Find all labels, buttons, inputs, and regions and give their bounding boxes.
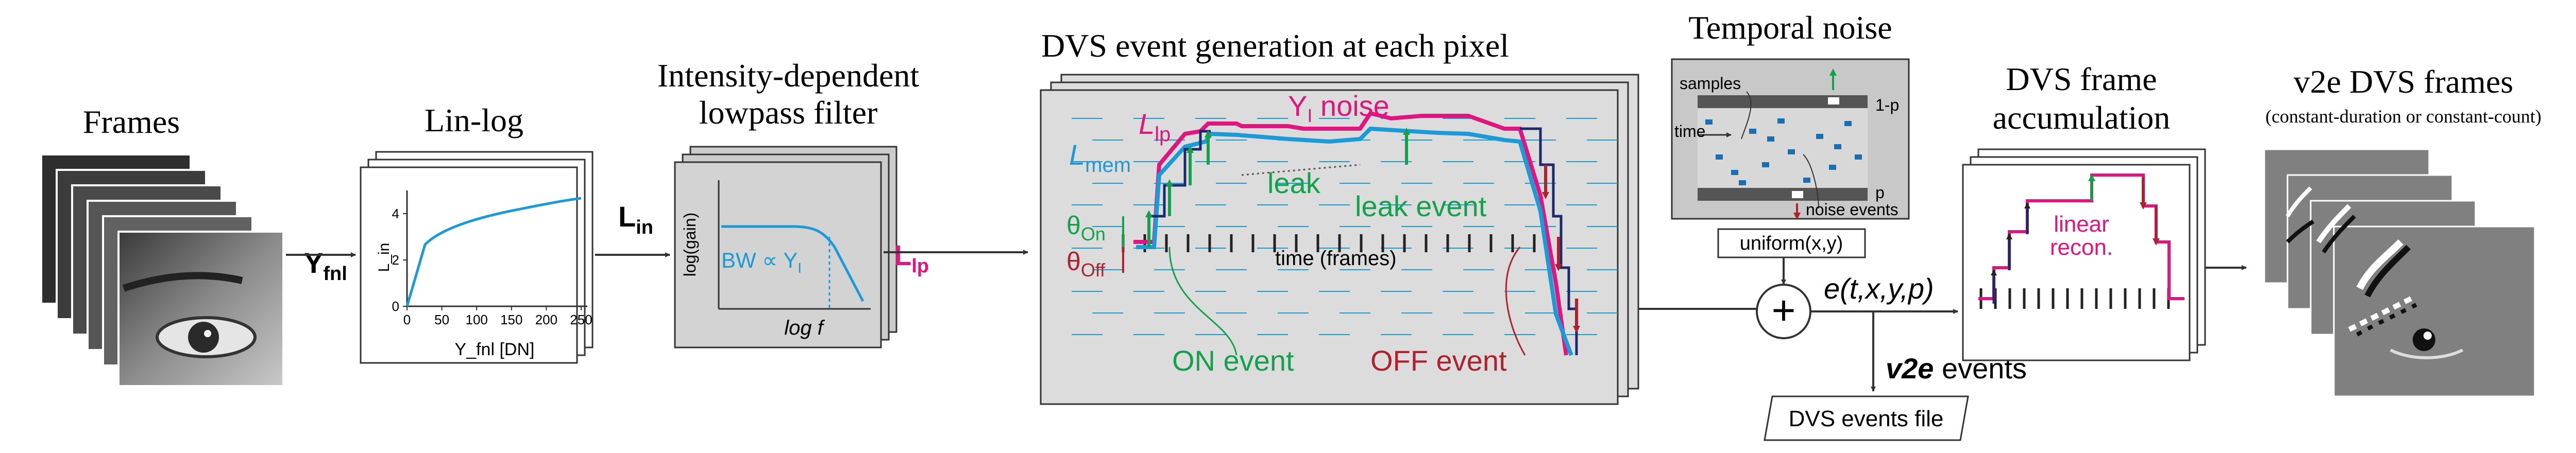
linlog-x-tick-label: 250	[570, 312, 592, 327]
noise-sample	[1816, 134, 1823, 139]
sum-symbol: +	[1772, 287, 1796, 333]
noise-sample	[1705, 119, 1713, 125]
time-label: time	[1674, 122, 1705, 141]
uniform-label: uniform(x,y)	[1740, 233, 1843, 254]
leak-label: leak	[1267, 167, 1321, 199]
linlog-x-tick-label: 100	[466, 312, 488, 327]
l-mem-trace	[1136, 126, 1573, 356]
yi-noise-label: YI noise	[1288, 90, 1389, 126]
linlog-x-tick-label: 150	[500, 312, 522, 327]
temporal-noise-title: Temporal noise	[1688, 9, 1892, 46]
linlog-plot: 0 50 100 150 200 250 0 2 4 L_in Y_fnl [DN]	[376, 190, 592, 359]
linlog-y-tick-label: 4	[392, 206, 399, 221]
theta-on-label: θOn	[1066, 211, 1106, 245]
noise-sample	[1844, 121, 1852, 126]
accumulation-title-line1: DVS frame	[2006, 61, 2157, 97]
noise-sample	[1767, 136, 1774, 142]
dvs-time-ticks	[1122, 234, 1536, 252]
accumulation-stage: DVS frame accumulation linear recon.	[1962, 61, 2247, 361]
noise-sample	[1777, 118, 1785, 124]
lowpass-curve	[721, 225, 865, 302]
linlog-x-ticks: 0 50 100 150 200 250	[403, 306, 592, 327]
recon-label-line2: recon.	[2050, 235, 2113, 260]
linlog-x-tick-label: 50	[434, 312, 449, 327]
temporal-noise-stage: Temporal noise samples time 1-p p noise …	[1671, 9, 1910, 285]
event-tuple-label: e(t,x,y,p)	[1824, 272, 1934, 305]
noise-sample	[1829, 165, 1836, 170]
y-fnl-signal: Yfnl	[304, 247, 347, 285]
dvs-stage: DVS event generation at each pixel Llp L…	[1040, 27, 1762, 405]
off-event-label: OFF event	[1370, 344, 1507, 377]
noise-sample	[1855, 154, 1862, 160]
linlog-x-axis-label: Y_fnl [DN]	[455, 340, 535, 359]
linlog-y-tick-label: 0	[392, 299, 399, 314]
noise-sample	[1749, 129, 1756, 134]
lowpass-title-line2: lowpass filter	[699, 94, 878, 131]
dvs-event-frame-content	[2285, 186, 2464, 359]
events-file-label: DVS events file	[1789, 406, 1944, 431]
uniform-box	[1717, 228, 1866, 258]
linlog-stage: Lin-log 0 50 100 150 200 250 0 2 4 L_in Y_fnl […	[360, 102, 670, 364]
lowpass-stage: Intensity-dependent lowpass filter BW ∝ …	[657, 57, 1028, 349]
lowpass-plot: BW ∝ YI log(gain) log f	[681, 180, 871, 339]
noise-sample	[1788, 149, 1795, 154]
noise-sample	[1739, 180, 1746, 185]
noise-sample	[1803, 178, 1810, 183]
accumulation-time-ticks	[1979, 288, 2170, 309]
p-top-label: 1-p	[1875, 96, 1899, 114]
linlog-title: Lin-log	[425, 102, 523, 138]
frames-title: Frames	[83, 103, 180, 140]
lowpass-x-axis-label: log f	[784, 317, 825, 339]
frames-stage: Frames Yfnl	[40, 103, 356, 387]
l-lp-trace	[1133, 111, 1568, 356]
noise-sample	[1731, 170, 1738, 175]
v2e-frames-title: v2e DVS frames	[2294, 63, 2514, 100]
v2e-frames-subtitle: (constant-duration or constant-count)	[2265, 106, 2541, 127]
dvs-reconstruction-trace	[1147, 130, 1211, 247]
linlog-x-tick-label: 0	[403, 312, 411, 327]
noise-sample	[1716, 154, 1723, 160]
noise-sample	[1762, 162, 1769, 167]
recon-label-line1: linear	[2054, 212, 2109, 237]
frames-stack	[40, 153, 284, 387]
linlog-y-tick-label: 2	[392, 252, 399, 268]
dvs-threshold-lines	[1072, 118, 1618, 335]
lowpass-title-line1: Intensity-dependent	[657, 57, 920, 94]
l-in-signal: Lin	[618, 200, 653, 238]
noise-events-label: noise events	[1806, 200, 1899, 219]
linlog-y-axis-label: L_in	[376, 243, 393, 272]
lowpass-y-axis-label: log(gain)	[681, 213, 699, 277]
v2e-frames-stage: v2e DVS frames (constant-duration or con…	[2263, 63, 2541, 397]
l-lp-signal: Llp	[894, 239, 929, 277]
noise-samples	[1705, 118, 1862, 185]
samples-label: samples	[1680, 74, 1741, 93]
noise-sample	[1834, 144, 1841, 149]
p-bottom-label: p	[1875, 183, 1885, 202]
dvs-title: DVS event generation at each pixel	[1041, 27, 1509, 64]
l-lp-label: Llp	[1139, 108, 1171, 146]
linlog-curve	[405, 197, 582, 307]
lowpass-annotation: BW ∝ YI	[721, 248, 802, 276]
linlog-x-tick-label: 200	[535, 312, 557, 327]
theta-off-label: θOff	[1066, 247, 1106, 281]
linlog-y-ticks: 0 2 4	[392, 206, 407, 314]
time-frames-label: time (frames)	[1275, 247, 1397, 270]
events-file-box	[1764, 395, 1969, 441]
l-mem-label: Lmem	[1069, 138, 1131, 177]
accumulation-title-line2: accumulation	[1993, 99, 2171, 136]
leak-event-label: leak event	[1355, 190, 1487, 222]
on-event-label: ON event	[1172, 344, 1294, 377]
